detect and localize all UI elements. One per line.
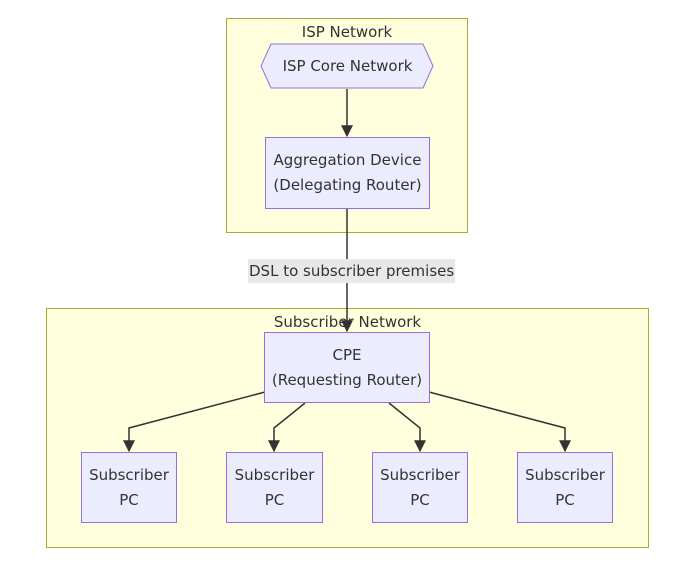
edge-cpe-to-pc3 [388, 402, 426, 453]
cpe-node: CPE (Requesting Router) [264, 332, 430, 403]
edge-cpe-to-pc2 [268, 402, 306, 453]
subscriber-pc-node-1: Subscriber PC [81, 452, 177, 523]
subscriber-pc-node-4: Subscriber PC [517, 452, 613, 523]
subscriber-pc-node-3: Subscriber PC [372, 452, 468, 523]
edge-cpe-to-pc1 [123, 391, 266, 453]
subscriber-pc-node-2: Subscriber PC [226, 452, 323, 523]
isp-network-label: ISP Network [301, 23, 393, 41]
edge-cpe-to-pc4 [428, 391, 571, 453]
aggregation-device-node: Aggregation Device (Delegating Router) [265, 137, 430, 209]
isp-core-network-label: ISP Core Network [282, 57, 413, 75]
edge-label-dsl: DSL to subscriber premises [248, 259, 456, 283]
isp-core-network-node [260, 43, 434, 89]
